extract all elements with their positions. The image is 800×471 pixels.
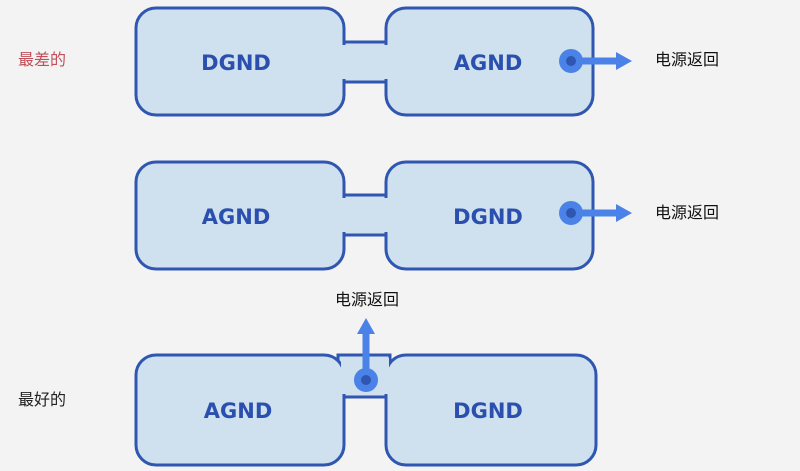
return-arrowhead-row3 xyxy=(357,318,375,334)
plane-left-row3 xyxy=(134,353,346,467)
return-dot-row1 xyxy=(566,56,576,66)
row-2-planes: AGND DGND xyxy=(134,160,632,271)
return-arrowhead-row2 xyxy=(616,204,632,222)
return-label-row1: 电源返回 xyxy=(655,50,720,69)
plane-right-row3 xyxy=(384,353,598,467)
plane-label-row1-right: AGND xyxy=(454,51,523,75)
return-dot-row2 xyxy=(566,208,576,218)
plane-label-row2-right: DGND xyxy=(453,205,523,229)
row-label-best: 最好的 xyxy=(18,390,67,409)
row-1-planes: DGND AGND xyxy=(134,6,632,117)
plane-label-row2-left: AGND xyxy=(202,205,271,229)
return-label-row3: 电源返回 xyxy=(335,290,400,309)
row-3-planes: AGND DGND xyxy=(134,318,598,467)
plane-label-row3-left: AGND xyxy=(204,399,273,423)
return-arrowhead-row1 xyxy=(616,52,632,70)
return-dot-row3 xyxy=(361,375,371,385)
return-label-row2: 电源返回 xyxy=(655,203,720,222)
row-label-worst: 最差的 xyxy=(18,50,67,69)
plane-label-row1-left: DGND xyxy=(201,51,271,75)
plane-label-row3-right: DGND xyxy=(453,399,523,423)
